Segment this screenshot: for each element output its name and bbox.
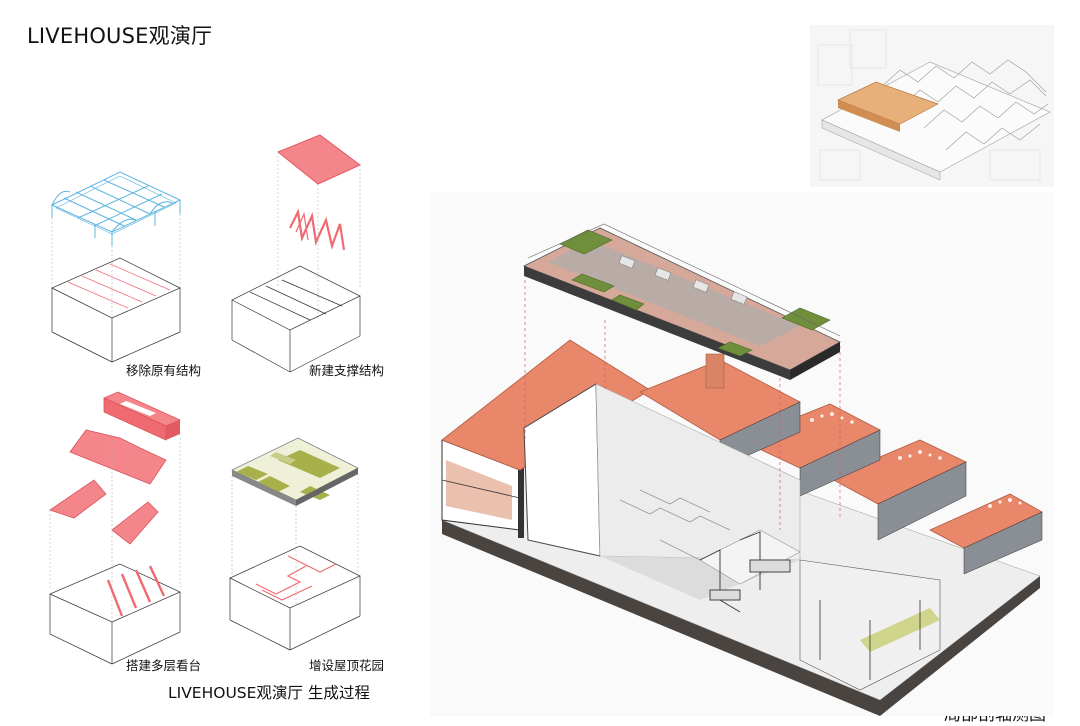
page-title: LIVEHOUSE观演厅 [27, 24, 213, 48]
diagram-rooftop-garden [229, 437, 361, 651]
stands-box [49, 563, 181, 665]
support-box [231, 265, 361, 373]
roof-perforation [810, 412, 1022, 508]
key-plan-image [810, 25, 1054, 187]
balcony-structure [699, 531, 791, 613]
upper-volume [103, 391, 181, 441]
axonometric-section-drawing [430, 192, 1054, 716]
dashed-guides [51, 214, 181, 318]
garden-box [229, 545, 361, 651]
step-label-remove: 移除原有结构 [126, 363, 202, 378]
new-roof-plate [277, 134, 361, 185]
garden-planters [559, 229, 831, 357]
roof-garden-deck [523, 223, 841, 380]
stand-level-2 [49, 479, 107, 519]
step-label-support: 新建支撑结构 [309, 363, 385, 378]
stand-level-3 [111, 501, 159, 545]
diagram-stands [49, 391, 181, 665]
original-box [51, 257, 181, 363]
process-subtitle: LIVEHOUSE观演厅 生成过程 [168, 684, 370, 702]
diagram-remove-structure [50, 171, 182, 363]
zigzag-truss [289, 208, 346, 251]
brick-column [705, 353, 725, 389]
step-label-stands: 搭建多层看台 [126, 658, 202, 673]
removed-roof-truss [50, 171, 182, 246]
roof-seating [618, 255, 748, 305]
stand-beams [106, 565, 166, 617]
diagram-new-support [231, 134, 361, 373]
step-label-garden: 增设屋顶花园 [309, 658, 385, 673]
stand-level-1 [69, 429, 167, 485]
interior-stands [255, 555, 337, 601]
removed-truss-ghost [67, 263, 171, 309]
